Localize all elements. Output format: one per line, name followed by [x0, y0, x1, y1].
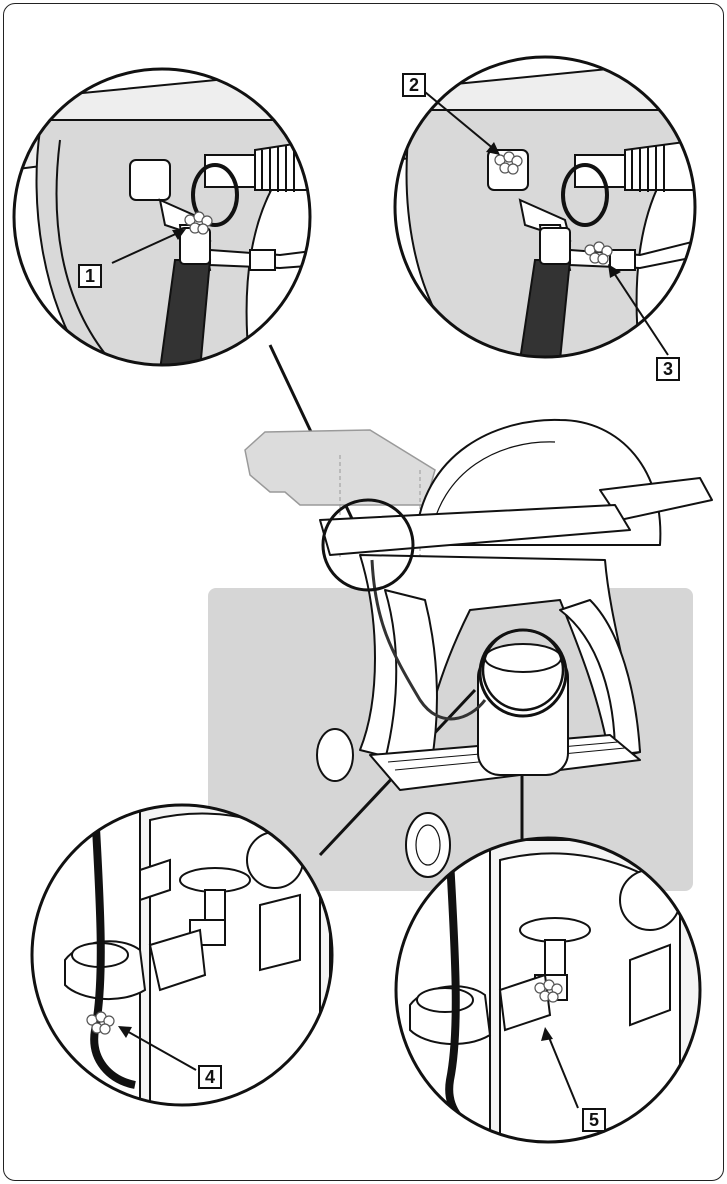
callout-3: 3 — [656, 357, 680, 381]
callout-1: 1 — [78, 264, 102, 288]
detail-circle-4 — [32, 805, 332, 1110]
callout-2: 2 — [402, 73, 426, 97]
detail-circle-2 — [395, 57, 700, 360]
callout-4: 4 — [198, 1065, 222, 1089]
callout-5: 5 — [582, 1108, 606, 1132]
detail-circle-1 — [10, 69, 320, 370]
detail-circle-5 — [396, 838, 700, 1145]
